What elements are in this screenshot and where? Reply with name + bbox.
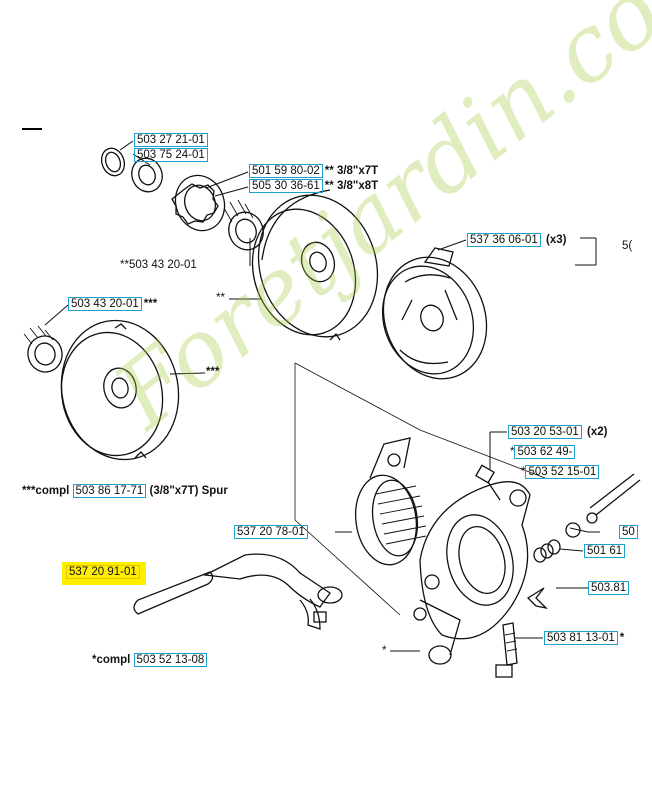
label-needle-bearing-upper: **503 43 20-01 — [120, 259, 197, 272]
label-cutoff-50: 50 — [619, 525, 638, 539]
label-suffix: ** 3/8"x7T — [324, 165, 379, 177]
label-suffix: (3/8"x7T) Spur — [149, 485, 228, 497]
assembly-outline — [294, 362, 546, 616]
label-bolt: 503 20 53-01 (x2) — [508, 425, 607, 439]
label-suffix: * — [619, 632, 625, 644]
label-suffix: *** — [143, 298, 158, 310]
label-part-501-61: 501 61 — [584, 544, 626, 558]
oil-pump-drive-part — [354, 437, 427, 566]
label-circlip: 503 27 21-01 — [134, 133, 208, 147]
label-single-star: * — [382, 645, 386, 658]
circlip-part — [100, 147, 126, 177]
clutch-drum-lower-part — [60, 319, 180, 461]
part-number-link[interactable]: 537 20 78-01 — [234, 525, 308, 539]
part-number-link[interactable]: 503 81 13-01 — [544, 631, 618, 645]
label-needle-bearing-lower: 503 43 20-01*** — [68, 297, 157, 311]
spring-part — [533, 512, 598, 563]
label-prefix: ***compl — [22, 485, 70, 497]
label-double-star: ** — [216, 292, 225, 305]
label-adjuster-screw: 503 81 13-01* — [544, 631, 624, 645]
label-text: ** — [216, 292, 225, 304]
label-text: 5( — [622, 240, 633, 252]
label-prefix: * — [521, 466, 526, 478]
adjuster-screw-part — [495, 622, 518, 678]
label-part-503-81: 503.81 — [588, 581, 630, 595]
needle-bearing-lower-part — [23, 325, 63, 373]
clutch-shoes-part — [381, 247, 488, 380]
bolt-part — [475, 464, 501, 501]
label-oil-hose-highlighted: 537 20 91-01 — [62, 562, 146, 585]
part-number-link[interactable]: 537 20 91-01 — [66, 565, 140, 579]
part-number-link[interactable]: 503 75 24-01 — [134, 148, 208, 162]
label-suffix: ** 3/8"x8T — [324, 180, 379, 192]
part-number-link[interactable]: 503 52 13-08 — [133, 653, 208, 667]
label-prefix: *compl — [92, 654, 131, 666]
label-clutch-shoes: 537 36 06-01 (x3) — [467, 233, 566, 247]
part-number-link[interactable]: 503 52 15-01 — [525, 465, 600, 479]
header-dash — [22, 128, 42, 130]
arrow-symbol — [526, 587, 548, 610]
label-prefix: * — [510, 446, 515, 458]
pin-part — [589, 473, 641, 516]
label-text: * — [382, 645, 387, 657]
label-text: *** — [206, 366, 220, 378]
part-number-link[interactable]: 503.81 — [588, 581, 630, 595]
label-oil-pump-drive: 537 20 78-01 — [234, 525, 308, 539]
part-number-link[interactable]: 501 59 80-02 — [249, 164, 323, 178]
part-number-link[interactable]: 501 61 — [584, 544, 626, 558]
label-rim-sprocket-8t: 505 30 36-61** 3/8"x8T — [249, 179, 378, 193]
label-oil-pump-compl: *compl 503 52 13-08 — [92, 653, 208, 667]
label-text: **503 43 20-01 — [120, 259, 197, 271]
part-number-link[interactable]: 503 86 17-71 — [72, 484, 147, 498]
rim-sprocket-part — [171, 174, 226, 232]
part-number-link[interactable]: 537 36 06-01 — [467, 233, 541, 247]
needle-bearing-upper-part — [223, 199, 264, 251]
label-triple-star: *** — [206, 366, 219, 379]
label-part-503-62: *503 62 49- — [510, 445, 576, 459]
label-cutoff-top-right: 5( — [622, 240, 632, 253]
part-number-link[interactable]: 503 27 21-01 — [134, 133, 208, 147]
oil-pump-housing-part — [413, 481, 531, 665]
label-clutch-drum-compl: ***compl 503 86 17-71 (3/8"x7T) Spur — [22, 484, 228, 498]
part-number-link[interactable]: 503 20 53-01 — [508, 425, 582, 439]
part-number-link[interactable]: 503 62 49- — [514, 445, 576, 459]
part-number-link[interactable]: 505 30 36-61 — [249, 179, 323, 193]
label-part-503-52-15: *503 52 15-01 — [521, 465, 600, 479]
part-number-link[interactable]: 50 — [619, 525, 638, 539]
clutch-drum-upper-part — [251, 189, 379, 341]
label-rim-sprocket-7t: 501 59 80-02** 3/8"x7T — [249, 164, 378, 178]
label-suffix: (x3) — [546, 234, 567, 246]
washer-part — [131, 157, 163, 193]
label-suffix: (x2) — [587, 426, 608, 438]
part-number-link[interactable]: 503 43 20-01 — [68, 297, 142, 311]
oil-hose-part — [133, 553, 343, 630]
label-washer: 503 75 24-01 — [134, 148, 208, 162]
